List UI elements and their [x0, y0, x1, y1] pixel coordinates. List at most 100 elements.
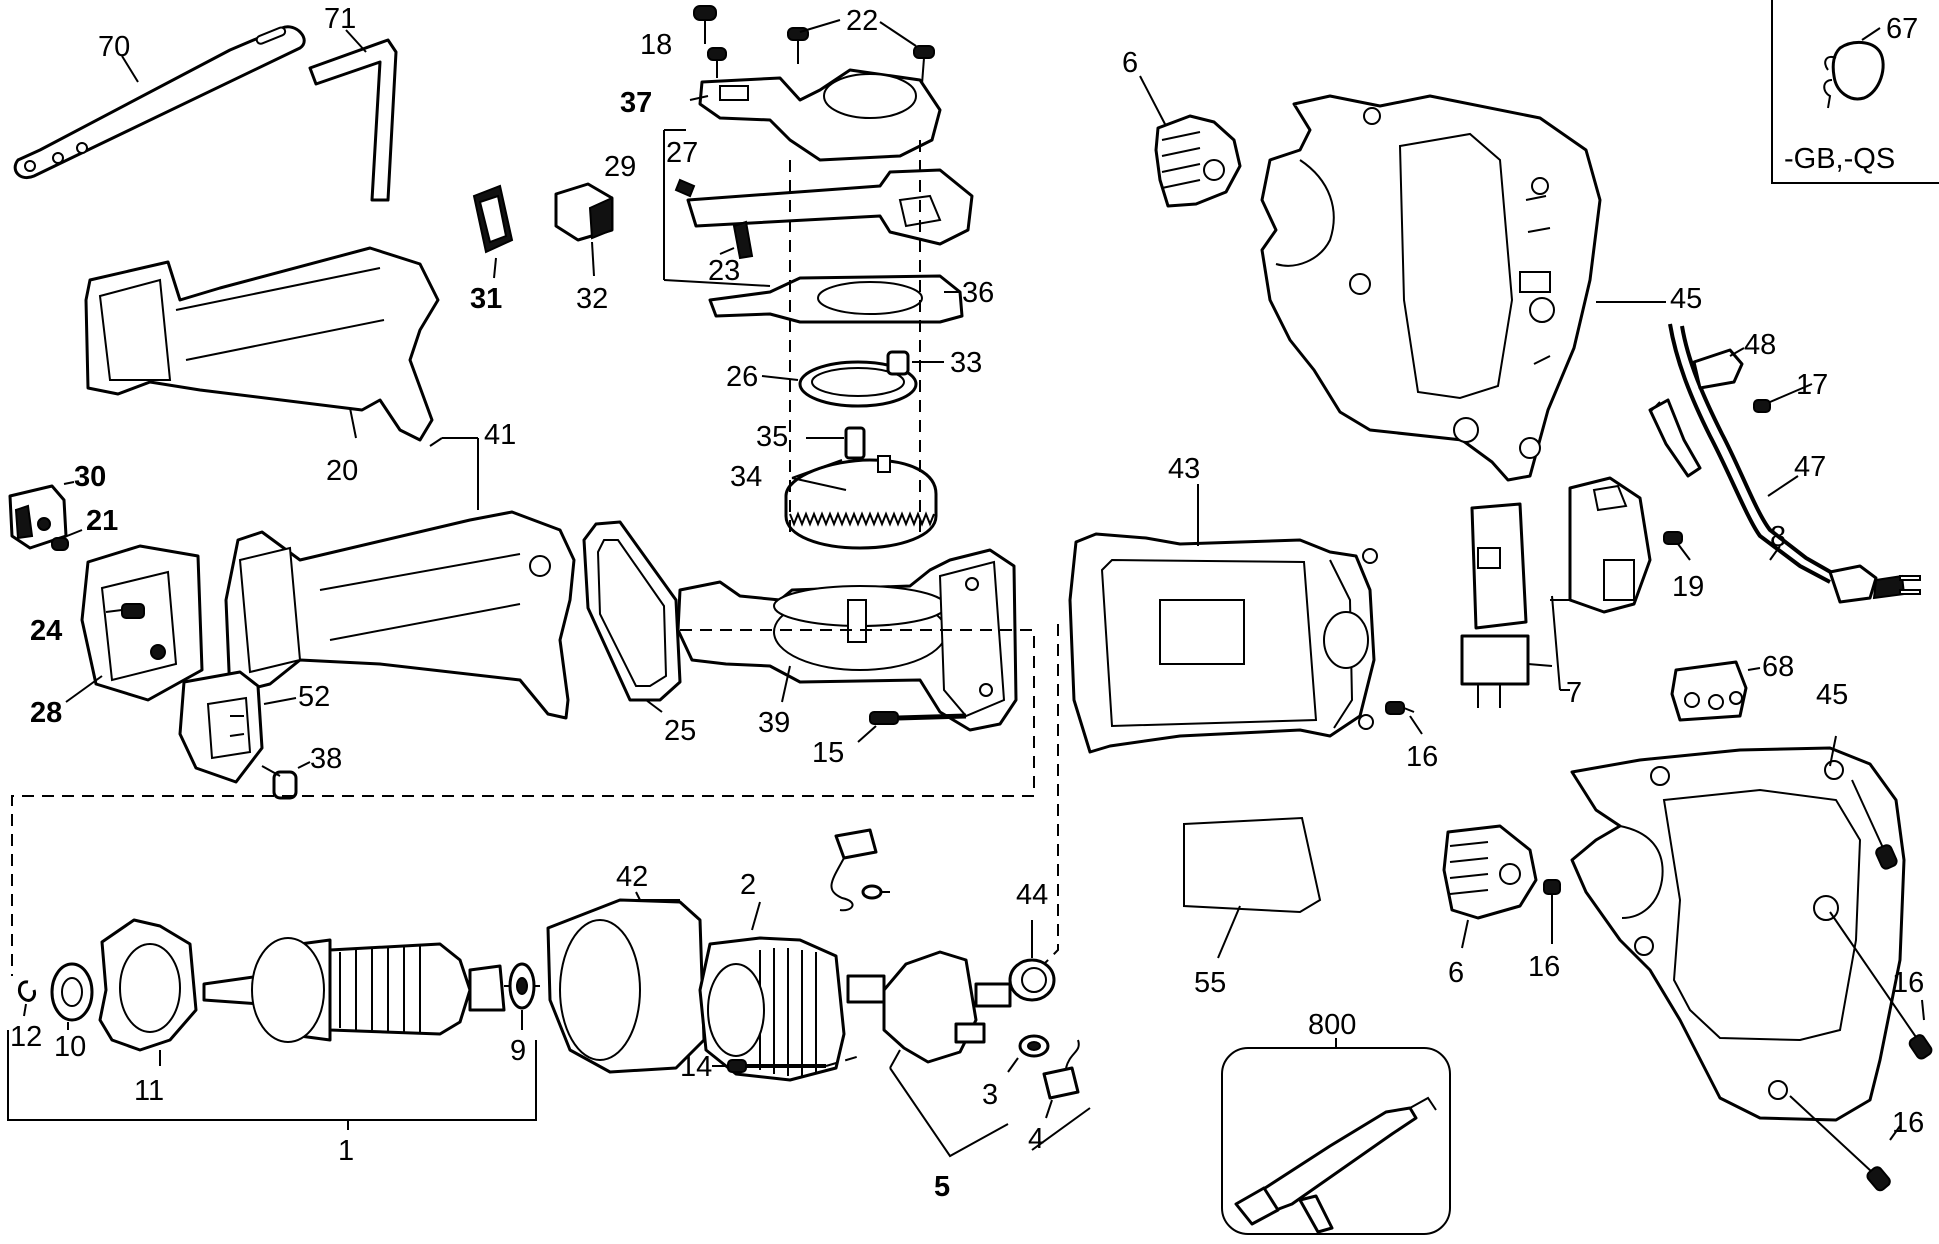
armature-group-1: 12 10 11 9 1	[7, 918, 540, 1167]
callout-14: 14	[680, 1051, 712, 1083]
top-plate-assembly: 18 22 37 29 27 23 36 26 33	[604, 5, 994, 550]
callout-24: 24	[30, 615, 62, 647]
part-800-drawing	[1260, 1106, 1418, 1212]
part-55-label: 55	[1183, 816, 1322, 999]
part-28-switch-housing: 24 28	[30, 544, 204, 729]
callout-43: 43	[1168, 453, 1200, 485]
part-14-screw: 14	[680, 1051, 861, 1083]
part-30: 30	[8, 461, 106, 550]
part-4-carbon-brush: 4	[1028, 1039, 1091, 1155]
part-68-terminal-block: 68	[1670, 651, 1794, 722]
inset-box-67: 67 -GB,-QS	[1771, 0, 1939, 184]
part-67-drawing	[1831, 41, 1885, 101]
screws-18-22	[693, 5, 935, 85]
part-17-screw: 17	[1753, 369, 1828, 413]
callout-9: 9	[510, 1035, 526, 1067]
callout-45-b: 45	[1816, 679, 1848, 711]
part-70-wrench: 70	[13, 25, 306, 179]
part-52: 52	[178, 670, 330, 784]
callout-20: 20	[326, 455, 358, 487]
callout-48: 48	[1744, 329, 1776, 361]
callout-21: 21	[86, 505, 118, 537]
part-6-cap-lower: 6 16	[1442, 824, 1561, 989]
callout-31: 31	[470, 283, 502, 315]
callout-33: 33	[950, 347, 982, 379]
callout-16-d: 16	[1892, 1107, 1924, 1139]
callout-26: 26	[726, 361, 758, 393]
callout-5: 5	[934, 1171, 950, 1203]
part-31: 31	[470, 184, 514, 315]
callout-22: 22	[846, 5, 878, 37]
part-32: 32	[554, 182, 614, 315]
callout-67: 67	[1886, 13, 1918, 45]
callout-2: 2	[740, 869, 756, 901]
part-48-cord-clamp: 48	[1692, 329, 1776, 390]
callout-3: 3	[982, 1079, 998, 1111]
callout-16-b: 16	[1528, 951, 1560, 983]
callout-41: 41	[484, 419, 516, 451]
part-39-gear-case: 39	[676, 548, 1018, 739]
part-42-fan-baffle: 42	[546, 861, 706, 1074]
callout-70: 70	[98, 31, 130, 63]
inset-box-800: 800	[1221, 1009, 1451, 1235]
part-2-field: 2	[698, 828, 890, 1082]
callout-39: 39	[758, 707, 790, 739]
part-45-housing-half-upper: 45	[1260, 94, 1702, 482]
callout-16-c: 16	[1892, 967, 1924, 999]
callout-27: 27	[666, 137, 698, 169]
part-15-screw: 15	[812, 711, 967, 769]
callout-11: 11	[134, 1075, 164, 1107]
part-20-handle-cover: 20	[84, 246, 440, 487]
part-3-brush-cap: 3	[982, 1034, 1050, 1111]
part-71-hex-key: 71	[308, 3, 398, 202]
callout-25: 25	[664, 715, 696, 747]
callout-1: 1	[338, 1135, 354, 1167]
callout-44: 44	[1016, 879, 1048, 911]
callout-19: 19	[1672, 571, 1704, 603]
callout-6-a: 6	[1122, 47, 1138, 79]
callout-10: 10	[54, 1031, 86, 1063]
dashed-guide-1	[11, 629, 1035, 976]
part-43-motor-housing: 43	[1068, 453, 1378, 754]
callout-34: 34	[730, 461, 762, 493]
part-16-screws-right: 16 16	[1789, 779, 1933, 1192]
callout-37: 37	[620, 87, 652, 119]
part-5-brush-holder: 5	[846, 950, 1012, 1203]
part-47-power-cord: 47 8	[1648, 323, 1921, 604]
callout-23: 23	[708, 255, 740, 287]
callout-29: 29	[604, 151, 636, 183]
dashed-guide-2	[1039, 624, 1059, 969]
callout-36: 36	[962, 277, 994, 309]
callout-42: 42	[616, 861, 648, 893]
part-38-screw: 38	[261, 743, 342, 800]
part-21-screw: 21	[51, 505, 118, 551]
callout-35: 35	[756, 421, 788, 453]
callout-16-a: 16	[1406, 741, 1438, 773]
callout-12: 12	[10, 1021, 42, 1053]
callout-52: 52	[298, 681, 330, 713]
callout-28: 28	[30, 697, 62, 729]
callout-18: 18	[640, 29, 672, 61]
part-7-switch-group: 7	[1460, 476, 1652, 709]
callout-71: 71	[324, 3, 356, 35]
part-25-gasket: 25	[582, 520, 696, 747]
callout-30: 30	[74, 461, 106, 493]
callout-55: 55	[1194, 967, 1226, 999]
callout-800: 800	[1308, 1009, 1356, 1041]
part-44-bearing: 44	[1008, 879, 1056, 1002]
part-41-gear-housing: 41	[224, 419, 576, 720]
callout-68: 68	[1762, 651, 1794, 683]
part-19-screw: 19	[1663, 531, 1704, 603]
part-16-screw-a: 16	[1385, 701, 1438, 773]
part-45-housing-half-lower: 45	[1570, 679, 1906, 1122]
callout-7: 7	[1566, 677, 1582, 709]
part-6-cap-upper: 6	[1122, 47, 1242, 208]
callout-17: 17	[1796, 369, 1828, 401]
callout-32: 32	[576, 283, 608, 315]
callout-6-b: 6	[1448, 957, 1464, 989]
callout-47: 47	[1794, 451, 1826, 483]
callout-4: 4	[1028, 1123, 1044, 1155]
callout-45-a: 45	[1670, 283, 1702, 315]
callout-15: 15	[812, 737, 844, 769]
